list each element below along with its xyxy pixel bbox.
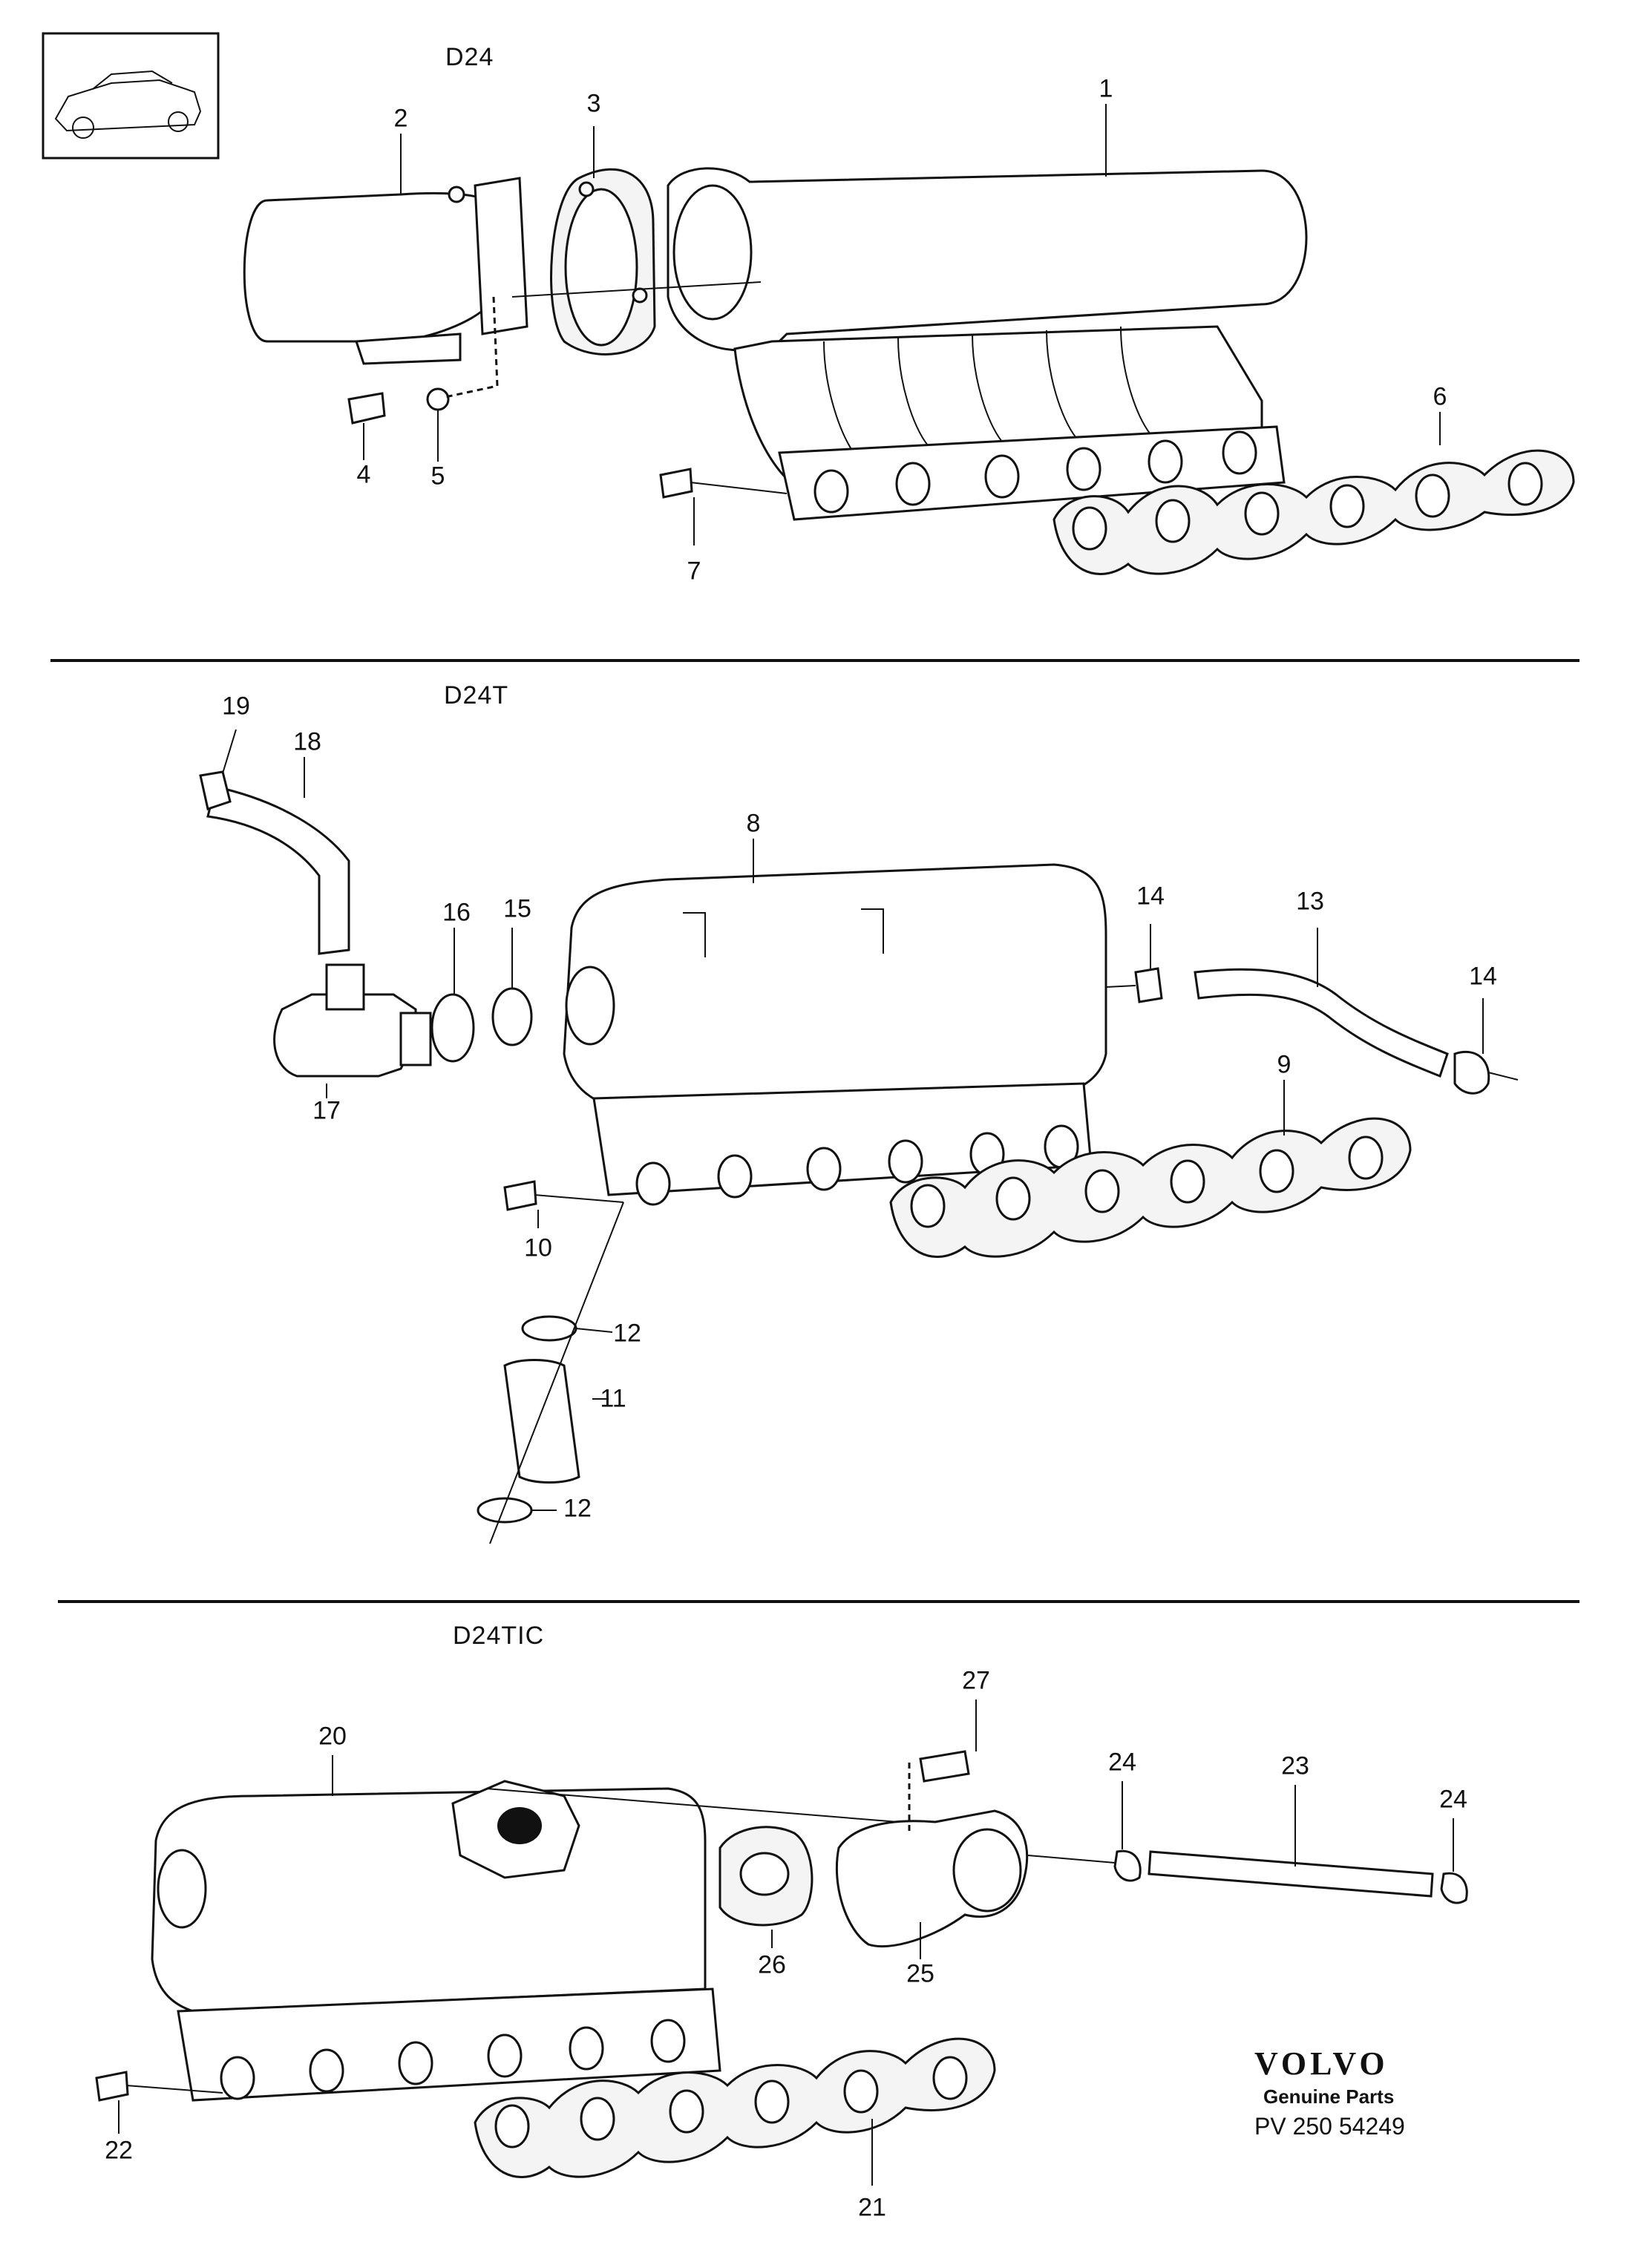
part-23-hose [1148,1850,1434,1898]
callout-label: 7 [687,557,701,586]
callout-label: 6 [1433,382,1447,411]
callout-label: 17 [312,1096,341,1125]
callout-label: 3 [586,89,601,118]
callout-label: 12 [613,1319,641,1348]
part-24-clamp-2 [1440,1872,1468,1904]
callout-label: 5 [431,462,445,491]
part-4-bolt [347,392,386,425]
part-10-bolt [503,1180,537,1211]
callout-label: 13 [1296,887,1324,916]
part-12-o-ring [521,1315,577,1342]
part-7-bolt [659,468,693,499]
diagram-reference-code: PV 250 54249 [1254,2113,1405,2140]
callout-label: 20 [318,1722,347,1751]
callout-label: 1 [1099,74,1113,103]
callout-label: 14 [1136,882,1165,911]
brand-block: VOLVO Genuine Parts PV 250 54249 [1254,2045,1405,2140]
part-12-o-ring-2 [477,1497,533,1524]
callout-label: 4 [356,460,371,489]
part-13-hose [1194,968,1449,1078]
brand-logo: VOLVO [1254,2045,1389,2082]
part-11-pipe [503,1359,580,1484]
d24-group [243,167,1575,575]
part-1-intake-manifold [667,167,1308,352]
part-2-intake-elbow [243,191,491,343]
callout-label: 2 [393,104,408,133]
part-22-bolt [95,2071,129,2102]
part-16-clamp [431,993,475,1063]
callout-label: 19 [222,692,250,721]
part-20-intake-manifold [151,1787,707,2013]
callout-label: 11 [600,1384,626,1413]
part-24-clamp [1113,1849,1142,1882]
vehicle-thumbnail [42,32,220,160]
d24t-group [199,770,1519,1544]
callout-label: 25 [906,1959,934,1988]
callout-label: 15 [503,894,531,923]
part-27-bolt [919,1750,970,1783]
callout-label: 12 [563,1494,592,1523]
part-15-o-ring [491,987,533,1046]
section-title-d24t: D24T [444,681,509,709]
part-14-clamp [1134,967,1163,1003]
part-19-clamp [199,770,232,810]
part-18-hose [206,785,350,955]
part-8-intake-manifold [563,863,1107,1115]
brand-tagline: Genuine Parts [1263,2085,1395,2108]
callout-label: 14 [1469,962,1497,991]
section-title-d24: D24 [445,43,494,71]
d24tic-group [95,1750,1468,2178]
callout-label: 24 [1108,1748,1136,1777]
callout-label: 26 [758,1950,786,1979]
callout-label: 27 [962,1666,990,1695]
callout-label: 22 [105,2136,133,2165]
callout-label: 21 [858,2193,886,2222]
part-14-clamp-2 [1453,1050,1490,1095]
part-5-washer [426,387,450,411]
callout-label: 9 [1277,1050,1292,1079]
callout-label: 24 [1439,1785,1467,1814]
callout-label: 10 [524,1233,552,1262]
section-title-d24tic: D24TIC [453,1622,545,1650]
callout-leaders [118,104,1484,2186]
callout-label: 23 [1281,1751,1309,1780]
callout-label: 8 [746,809,761,838]
callout-label: 18 [293,727,321,756]
callout-label: 16 [442,898,471,927]
